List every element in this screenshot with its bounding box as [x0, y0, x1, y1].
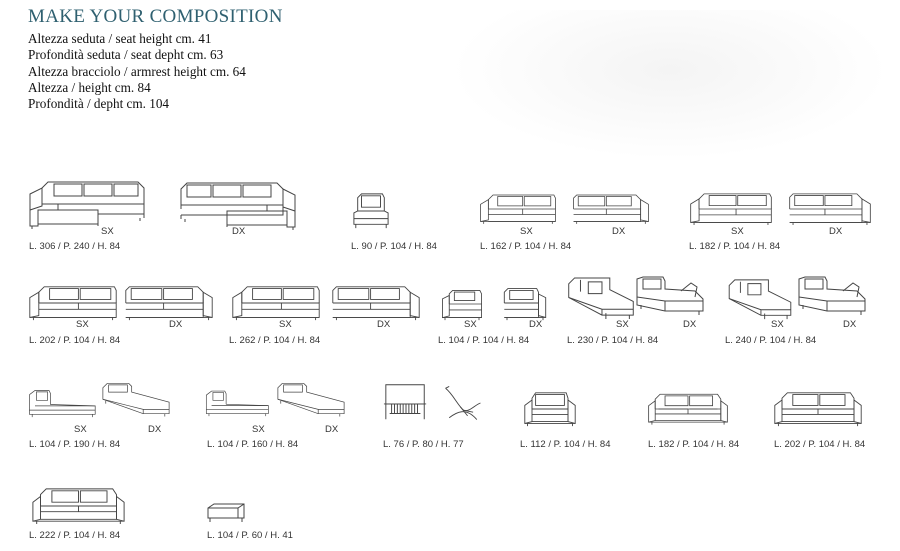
pouf-drawing: [207, 503, 245, 523]
sofa-dx-drawing: [573, 194, 649, 225]
sofa-dx-drawing: [125, 286, 213, 321]
side-label-sx: SX: [76, 319, 89, 330]
corner-sofa-dx-drawing: [180, 182, 296, 231]
side-label-sx: SX: [279, 319, 292, 330]
dimension-label: L. 182 / P. 104 / H. 84: [648, 439, 740, 450]
dimension-label: L. 230 / P. 104 / H. 84: [567, 335, 659, 346]
sofa-sx-drawing: [690, 193, 772, 226]
spec-armrest-height: Altezza bracciolo / armrest height cm. 6…: [28, 63, 246, 79]
chaise-longue-dx-drawing: [277, 383, 345, 417]
dimension-label: L. 90 / P. 104 / H. 84: [351, 241, 437, 252]
side-label-sx: SX: [731, 226, 744, 237]
chaise-longue-sx-drawing: [205, 390, 269, 417]
side-label-sx: SX: [74, 424, 87, 435]
lounge-chair-front-drawing: [383, 384, 427, 420]
side-label-sx: SX: [464, 319, 477, 330]
side-label-sx: SX: [520, 226, 533, 237]
sofa-two-seat-drawing: [32, 488, 125, 525]
end-element-dx-drawing: [503, 288, 547, 321]
armless-single-drawing: [353, 193, 389, 229]
spec-seat-height: Altezza seduta / seat height cm. 41: [28, 31, 212, 46]
chaise-longue-dx-drawing: [102, 383, 170, 417]
box-chaise-dx-drawing: [636, 276, 704, 316]
dimension-label: L. 262 / P. 104 / H. 84: [229, 335, 321, 346]
armchair-drawing: [524, 392, 576, 427]
box-chaise-sx-drawing: [728, 279, 792, 320]
sofa-two-seat-drawing: [648, 393, 728, 426]
dimension-label: L. 202 / P. 104 / H. 84: [774, 439, 866, 450]
sofa-two-seat-drawing: [774, 392, 862, 427]
dimension-label: L. 104 / P. 60 / H. 41: [207, 530, 293, 541]
spec-depth: Profondità / depht cm. 104: [28, 96, 170, 112]
side-label-sx: SX: [771, 319, 784, 330]
sofa-dx-drawing: [332, 286, 420, 321]
side-label-dx: DX: [683, 319, 697, 330]
side-label-dx: DX: [612, 226, 626, 237]
spec-list: Altezza seduta / seat height cm. 41 Prof…: [28, 31, 246, 112]
side-label-sx: SX: [616, 319, 629, 330]
side-label-dx: DX: [325, 424, 339, 435]
sofa-sx-drawing: [480, 194, 556, 225]
dimension-label: L. 306 / P. 240 / H. 84: [29, 241, 121, 252]
lounge-chair-side-drawing: [445, 385, 481, 421]
side-label-dx: DX: [377, 319, 391, 330]
background-haze: [450, 10, 890, 160]
side-label-dx: DX: [843, 319, 857, 330]
side-label-dx: DX: [169, 319, 183, 330]
dimension-label: L. 104 / P. 190 / H. 84: [29, 439, 121, 450]
side-label-sx: SX: [252, 424, 265, 435]
box-chaise-dx-drawing: [798, 276, 866, 316]
dimension-label: L. 162 / P. 104 / H. 84: [480, 241, 572, 252]
dimension-label: L. 104 / P. 104 / H. 84: [438, 335, 530, 346]
dimension-label: L. 112 / P. 104 / H. 84: [520, 439, 611, 450]
end-element-sx-drawing: [441, 289, 483, 321]
spec-seat-depth: Profondità seduta / seat depht cm. 63: [28, 47, 224, 63]
side-label-dx: DX: [829, 226, 843, 237]
side-label-dx: DX: [232, 226, 246, 237]
dimension-label: L. 222 / P. 104 / H. 84: [29, 530, 121, 541]
dimension-label: L. 76 / P. 80 / H. 77: [383, 439, 464, 450]
box-chaise-sx-drawing: [568, 277, 634, 320]
dimension-label: L. 240 / P. 104 / H. 84: [725, 335, 817, 346]
dimension-label: L. 182 / P. 104 / H. 84: [689, 241, 781, 252]
sofa-dx-drawing: [789, 193, 871, 226]
sofa-sx-drawing: [232, 286, 320, 321]
sofa-sx-drawing: [29, 286, 117, 321]
spec-height: Altezza / height cm. 84: [28, 79, 151, 95]
side-label-sx: SX: [101, 226, 114, 237]
side-label-dx: DX: [148, 424, 162, 435]
dimension-label: L. 202 / P. 104 / H. 84: [29, 335, 121, 346]
corner-sofa-sx-drawing: [29, 181, 145, 230]
side-label-dx: DX: [529, 319, 543, 330]
dimension-label: L. 104 / P. 160 / H. 84: [207, 439, 299, 450]
chaise-longue-sx-drawing: [28, 390, 96, 418]
page-title: MAKE YOUR COMPOSITION: [28, 6, 283, 27]
